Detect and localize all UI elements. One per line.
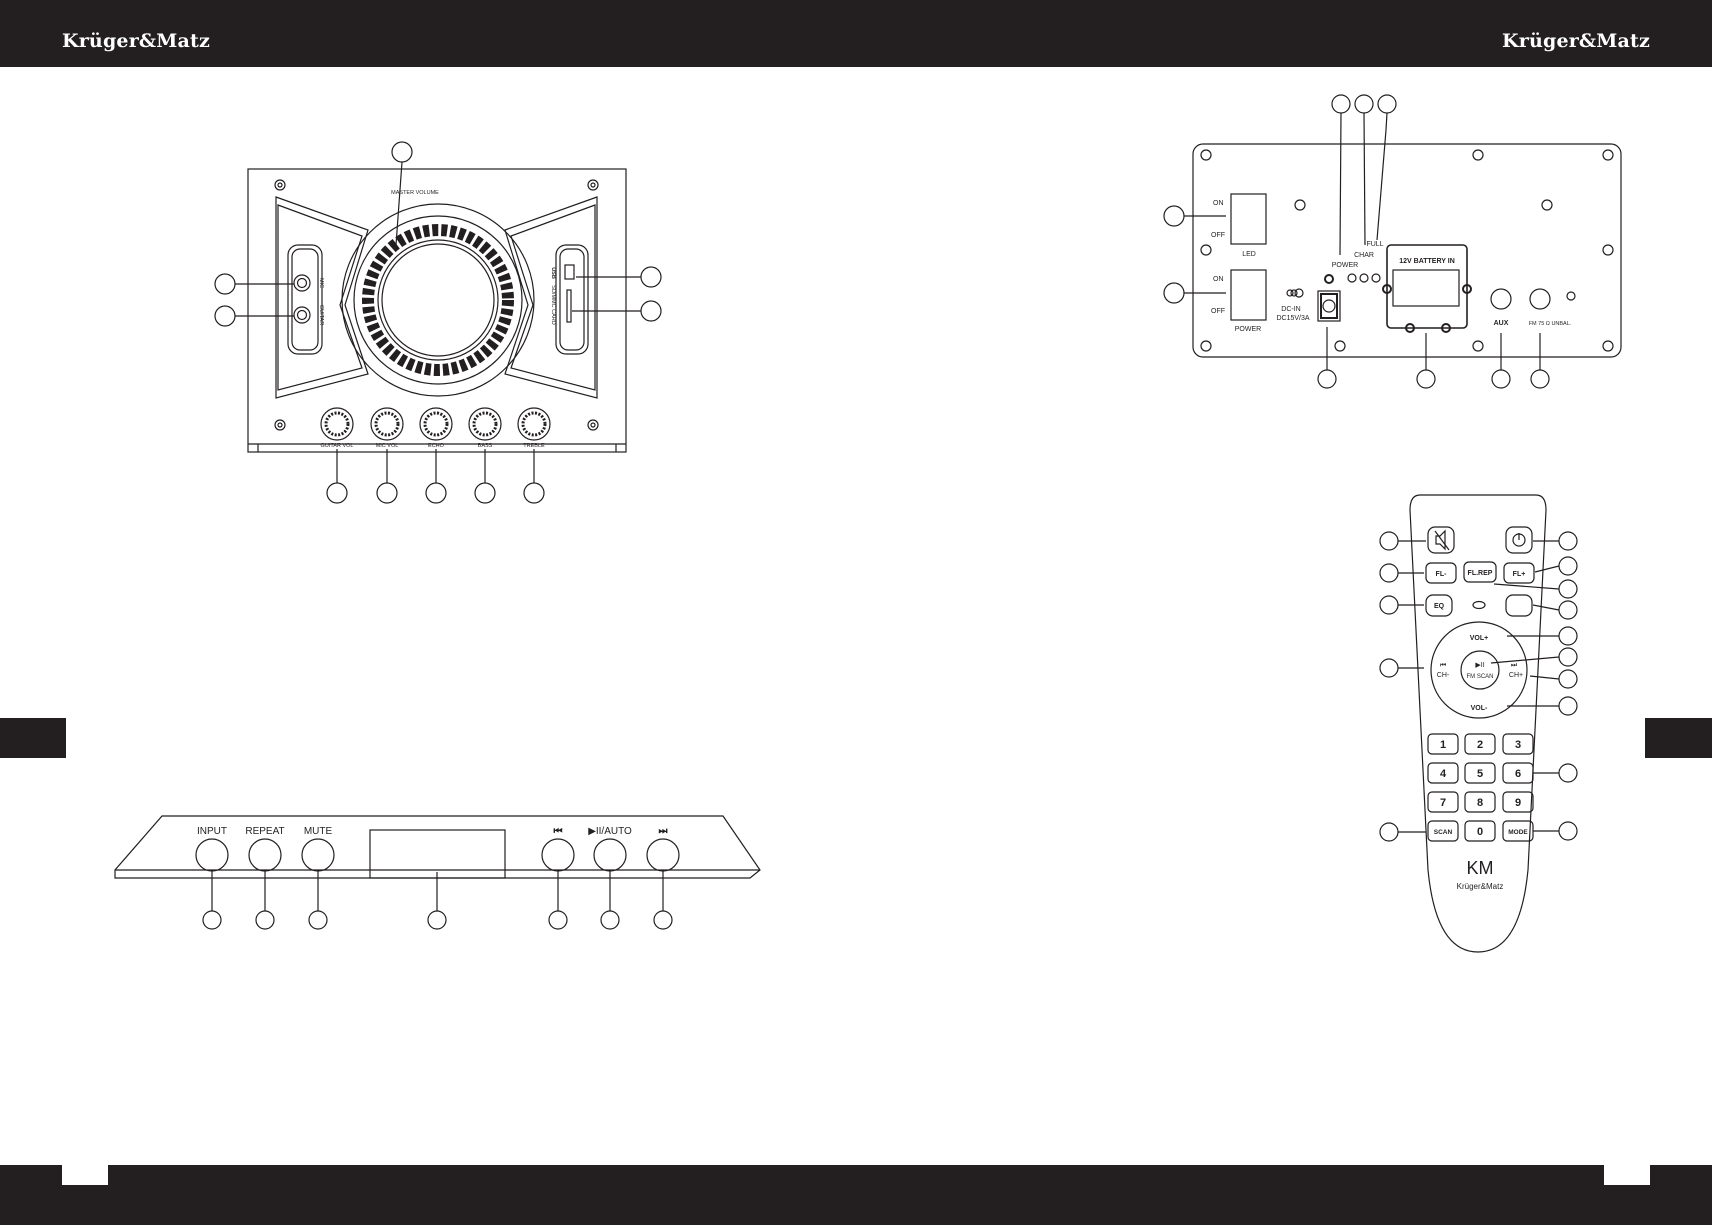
eq-button[interactable] [1425,594,1453,617]
mute-button-label: MUTE [304,826,333,837]
fl-minus-button[interactable] [1425,562,1457,584]
digit-6-label: 6 [1515,768,1521,780]
power-switch[interactable] [1230,269,1267,321]
mic-jack-label: MIC [318,278,324,288]
speaker-knobs [320,407,551,441]
digit-4-label: 4 [1440,768,1447,780]
input-button[interactable] [195,838,229,872]
repeat-button-label: REPEAT [245,826,284,837]
page-header: Krüger&Matz Krüger&Matz [0,0,1712,67]
charging-led-label: CHAR [1354,252,1374,259]
side-tab-right [1645,718,1712,758]
side-tab-left [0,718,66,758]
fl-minus-label: FL- [1436,571,1448,578]
mute-icon [1434,529,1450,551]
mode-label: MODE [1508,829,1528,836]
led-switch-label: LED [1242,251,1256,258]
page-footer [0,1165,1712,1225]
page-number-box-right [1604,1165,1650,1185]
next-icon: ⏭ [1511,662,1518,669]
speaker-top-panel [214,141,662,504]
fl-rep-button[interactable] [1463,561,1497,583]
digit-2-label: 2 [1477,739,1483,751]
mute-remote-button[interactable] [1427,526,1455,554]
play-pause-button[interactable] [593,838,627,872]
mute-button[interactable] [301,838,335,872]
knob-label-bass: BASS [478,443,493,449]
next-button[interactable] [646,838,680,872]
ch-minus-label: CH- [1437,672,1450,679]
next-button-label: ⏭ [659,826,668,837]
dc-in-spec-label: DC15V/3A [1276,315,1309,322]
power-switch-off-label: OFF [1211,308,1225,315]
prev-icon: ⏮ [1440,662,1446,669]
ch-plus-label: CH+ [1509,672,1523,679]
master-volume-label: MASTER VOLUME [391,190,439,196]
sd-card-label: SD/MMC CARD [550,285,556,324]
prev-button-label: ⏮ [554,826,563,837]
vol-minus-label: VOL- [1471,705,1488,712]
led-switch[interactable] [1230,193,1267,245]
repeat-remote-button[interactable] [1505,594,1533,617]
digit-1-label: 1 [1440,739,1446,751]
knob-label-guitar-vol: GUITAR VOL [321,443,354,449]
usb-port-label: USB [550,267,556,279]
digit-5-label: 5 [1477,768,1483,780]
back-panel [1163,94,1622,389]
front-panel [114,815,761,930]
prev-button[interactable] [541,838,575,872]
knob-label-echo: ECHO [428,443,445,449]
led-light-ring [362,224,514,376]
knob-label-treble: TREBLE [523,443,545,449]
led-switch-off-label: OFF [1211,232,1225,239]
km-logo-mark: KM [1467,858,1494,878]
zero-button[interactable] [1464,820,1496,842]
fl-plus-label: FL+ [1513,571,1526,578]
scan-label: SCAN [1434,829,1453,836]
digit-9-label: 9 [1515,797,1521,809]
page-number-box-left [62,1165,108,1185]
fm-antenna-label: FM 75 Ω UNBAL. [1529,321,1572,327]
brand-logo-right: Krüger&Matz [1502,30,1650,52]
led-switch-on-label: ON [1213,200,1224,207]
scan-button[interactable] [1427,820,1459,842]
brand-logo-left: Krüger&Matz [62,30,210,52]
digit-8-label: 8 [1477,797,1483,809]
fl-rep-label: FL.REP [1468,570,1493,577]
power-switch-on-label: ON [1213,276,1224,283]
digit-7-label: 7 [1440,797,1446,809]
navigation-ring[interactable] [1430,621,1528,719]
eq-label: EQ [1434,603,1445,610]
play-auto-button-label: ▶II/AUTO [588,826,632,837]
digit-3-label: 3 [1515,739,1521,751]
input-button-label: INPUT [197,826,227,837]
power-led-label: POWER [1332,262,1358,269]
digit-0-label: 0 [1477,826,1483,838]
full-led-label: FULL [1366,241,1383,248]
repeat-button[interactable] [248,838,282,872]
aux-label: AUX [1494,320,1509,327]
fm-scan-label: FM SCAN [1467,674,1494,680]
battery-in-label: 12V BATTERY IN [1399,258,1455,265]
power-remote-button[interactable] [1505,526,1533,554]
vol-plus-label: VOL+ [1470,635,1488,642]
front-display [369,829,506,879]
play-pause-icon: ▶II [1475,662,1484,669]
fl-plus-button[interactable] [1503,562,1535,584]
guitar-jack-label: GUITAR [318,305,324,325]
power-switch-label: POWER [1235,326,1261,333]
remote-control [1379,494,1578,953]
remote-brand-label: Krüger&Matz [1457,882,1504,891]
dc-in-label: DC-IN [1281,306,1300,313]
play-scan-button[interactable] [1460,650,1500,690]
knob-label-mic-vol: MIC VOL [376,443,399,449]
